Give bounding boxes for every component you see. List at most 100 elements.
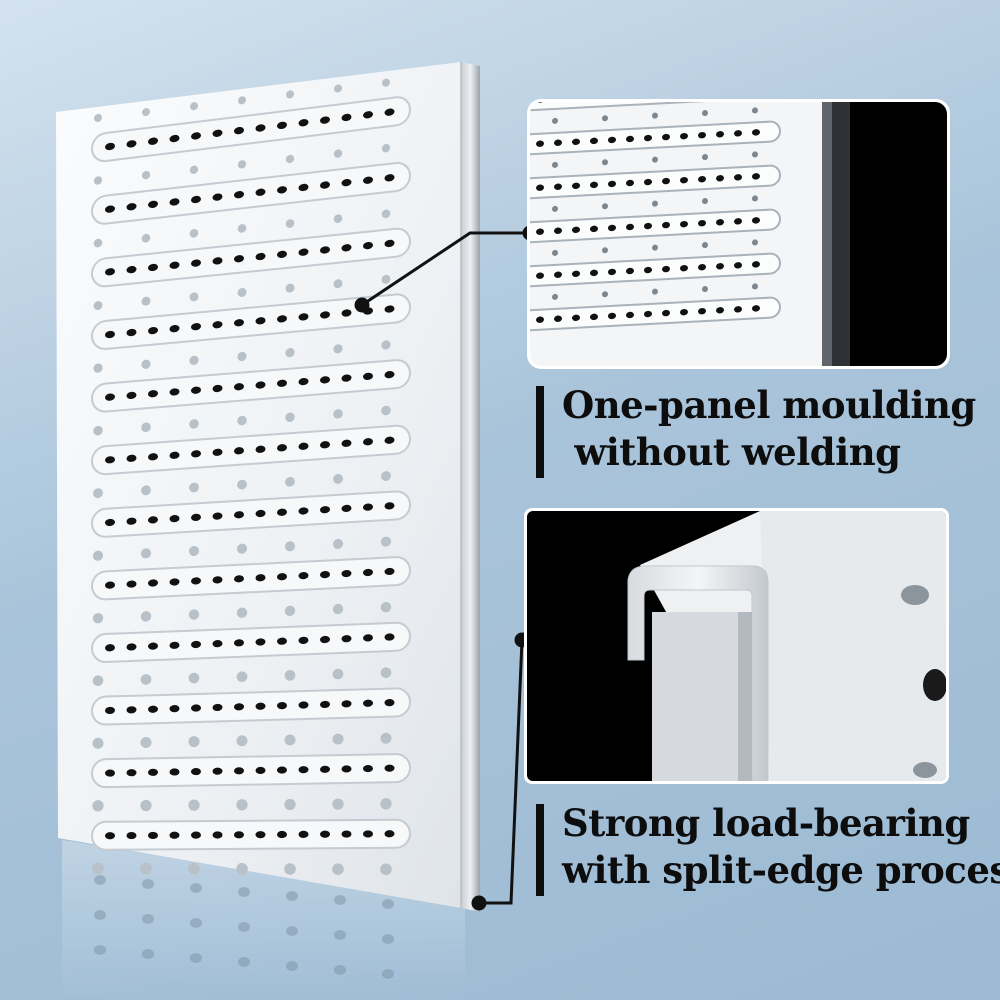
slot-hole [298, 766, 309, 774]
dimple [380, 667, 392, 679]
dimple [381, 144, 391, 153]
slot-hole [105, 706, 115, 715]
slot-channel [91, 96, 411, 163]
detail-image-surface [527, 90, 950, 369]
slot-hole [298, 248, 309, 256]
slot-hole [234, 639, 244, 647]
dimple [602, 291, 608, 298]
slot-hole [212, 384, 223, 393]
dimple [140, 674, 152, 685]
slot-hole [255, 124, 266, 132]
slot-hole [384, 305, 395, 313]
dimple [141, 296, 151, 306]
slot-hole [590, 269, 598, 277]
dimple [552, 293, 558, 300]
dimple [381, 471, 391, 481]
panel-dimple-row [92, 536, 392, 561]
dimple [702, 154, 708, 161]
slot-hole [341, 830, 352, 838]
slot-hole [148, 263, 158, 272]
slot-hole [298, 830, 309, 838]
dimple [141, 170, 151, 180]
slot-hole [212, 576, 223, 584]
dimple [333, 279, 343, 289]
slot-hole [320, 246, 330, 254]
slot-hole [105, 205, 115, 213]
slot-hole [277, 766, 287, 774]
slot-hole [277, 830, 287, 839]
dimple [381, 274, 391, 284]
dimple [381, 209, 391, 219]
slot-hole [234, 255, 244, 263]
slot-hole [680, 132, 688, 140]
dimple [286, 90, 294, 99]
slot-hole [191, 195, 201, 204]
slot-hole [662, 133, 670, 141]
dimple [92, 550, 104, 561]
reflection-dimple [286, 926, 298, 936]
slot-hole [126, 328, 137, 337]
dimple [702, 198, 708, 205]
reflection-dimple [238, 957, 250, 967]
slot-hole [255, 381, 266, 389]
slot-hole [298, 377, 309, 386]
dimple [381, 340, 391, 350]
slot-hole [662, 90, 670, 97]
slot-hole [698, 308, 706, 315]
panel-dimple-row [94, 78, 390, 122]
slot-hole [148, 137, 158, 145]
slot-hole [255, 188, 266, 196]
slot-hole [212, 767, 223, 775]
dimple [552, 161, 558, 168]
slot-hole [105, 268, 115, 276]
dimple [236, 607, 248, 618]
slot-hole [191, 259, 201, 267]
dimple [237, 351, 247, 362]
detail-image-edge [524, 508, 949, 784]
slot-channel [91, 556, 411, 601]
slot-hole [341, 765, 352, 773]
slot-hole [363, 176, 373, 184]
slot-hole [626, 135, 634, 143]
slot-hole [590, 225, 598, 233]
dimple [189, 419, 199, 429]
slot-hole [752, 217, 760, 224]
slot-hole [554, 227, 562, 234]
slot-hole [191, 831, 201, 839]
slot-hole [126, 266, 137, 274]
dimple [380, 732, 392, 744]
slot-hole [277, 121, 287, 130]
slot-hole [384, 436, 395, 444]
slot-hole [255, 574, 266, 582]
dimple [188, 862, 200, 875]
dimple [332, 863, 344, 875]
slot-hole [298, 119, 309, 127]
slot-hole [126, 580, 137, 588]
slot-hole [384, 239, 395, 248]
slot-hole [626, 92, 634, 99]
dimple [92, 675, 104, 687]
slot-hole [384, 699, 395, 707]
dimple [380, 798, 392, 810]
slot-hole [255, 252, 266, 261]
slot-hole [169, 198, 180, 206]
slot-hole [191, 577, 201, 585]
slot-hole [644, 310, 652, 318]
dimple [236, 799, 248, 811]
slot-hole [169, 451, 180, 459]
dimple [237, 160, 247, 169]
slot-hole [662, 265, 670, 273]
slot-hole [191, 640, 201, 649]
slot-hole [363, 241, 373, 250]
slot-hole [234, 703, 244, 711]
slot-hole [363, 503, 373, 511]
slot-hole [298, 442, 309, 450]
slot-hole [572, 226, 580, 234]
dimple [189, 355, 199, 366]
slot-hole [126, 391, 137, 400]
slot-hole [341, 439, 352, 447]
panel-slot-row [91, 161, 411, 225]
slot-hole [212, 703, 223, 712]
dimple [92, 862, 104, 875]
dimple [652, 112, 658, 119]
